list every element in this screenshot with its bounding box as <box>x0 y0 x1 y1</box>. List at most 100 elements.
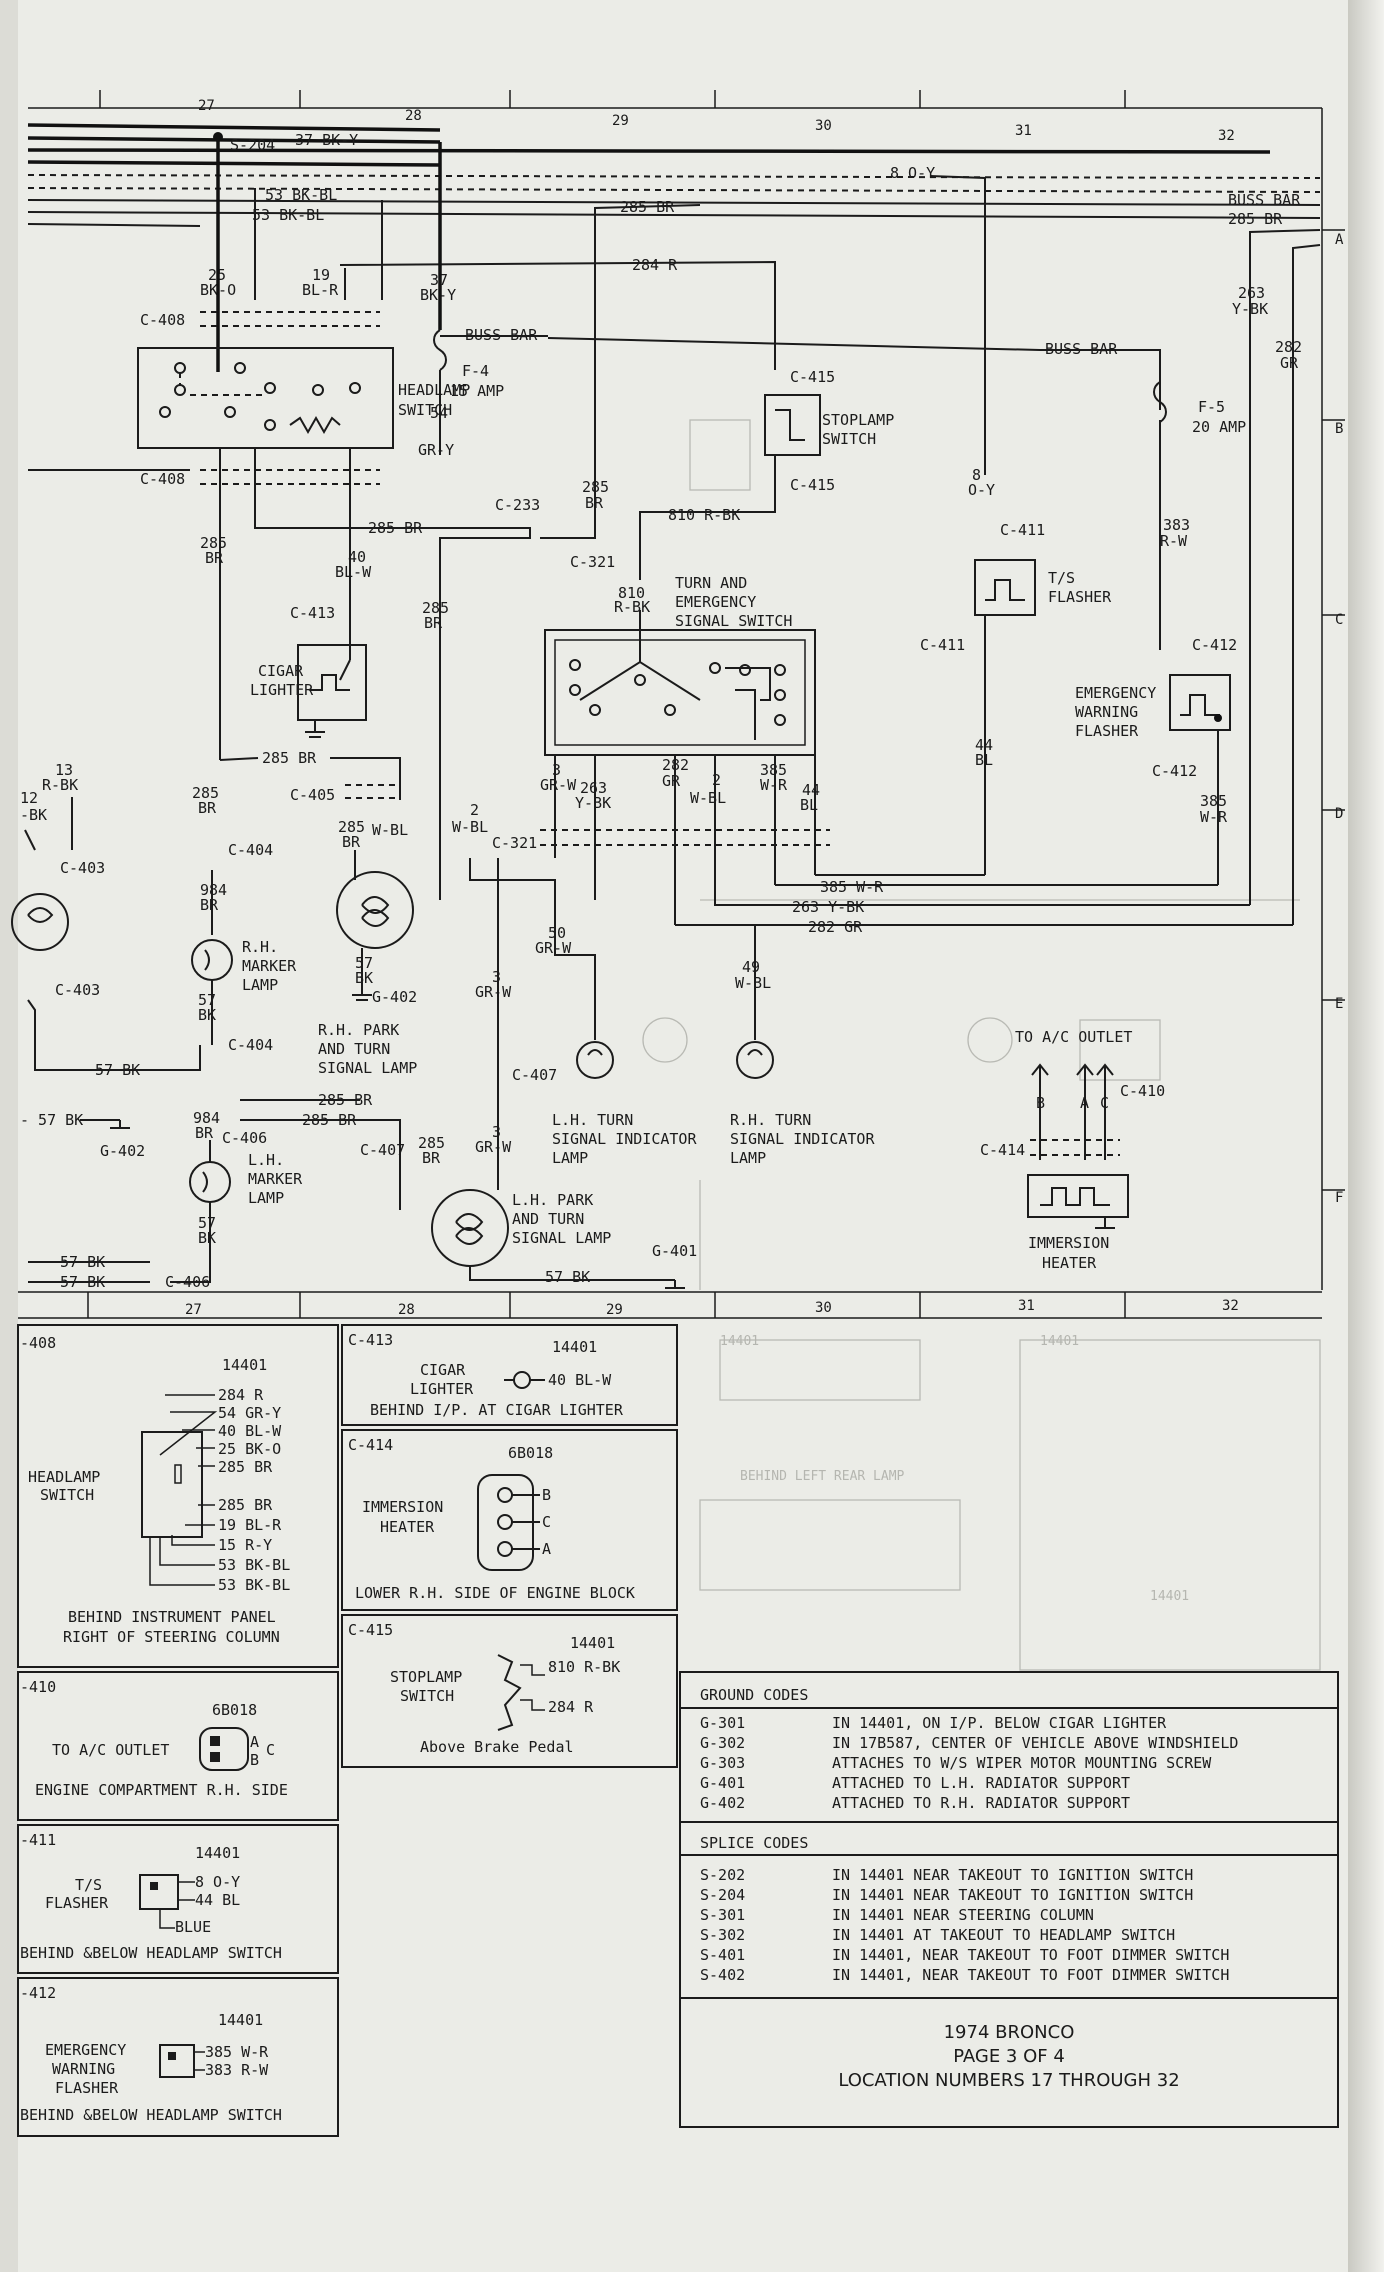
label-ac-c: C <box>1100 1094 1109 1112</box>
label-282-gr: GR <box>662 772 681 790</box>
label-13-rbk: R-BK <box>42 776 78 794</box>
title-model: 1974 BRONCO <box>944 2022 1075 2043</box>
label-285-br-h: 285 BR <box>368 519 423 537</box>
label-2b: 2 <box>470 801 479 819</box>
p410-loc: ENGINE COMPARTMENT R.H. SIDE <box>35 1781 288 1799</box>
label-lhm-2: MARKER <box>248 1170 303 1188</box>
p414-loc: LOWER R.H. SIDE OF ENGINE BLOCK <box>355 1584 635 1602</box>
p408-name-1: HEADLAMP <box>28 1468 100 1486</box>
label-284-r: 284 R <box>632 256 678 274</box>
label-44b-bl: BL <box>800 796 818 814</box>
label-stoplamp-2: SWITCH <box>822 430 876 448</box>
conn-c412-top: C-412 <box>1192 636 1237 654</box>
label-57-bk-1: 57 BK <box>545 1268 590 1286</box>
conn-c408-bottom: C-408 <box>140 470 185 488</box>
immersion-heater-area: TO A/C OUTLET B A C C-410 C-414 IMMERSIO… <box>980 1028 1165 1272</box>
label-bk-y: BK-Y <box>420 286 456 304</box>
p410-pin-1: A <box>250 1733 259 1751</box>
sc-desc-2: IN 14401 NEAR TAKEOUT TO IGNITION SWITCH <box>832 1886 1193 1904</box>
conn-c404-top: C-404 <box>228 841 273 859</box>
label-285-k-br: BR <box>422 1149 441 1167</box>
p410-part: 6B018 <box>212 1701 257 1719</box>
sc-desc-4: IN 14401 AT TAKEOUT TO HEADLAMP SWITCH <box>832 1926 1175 1944</box>
label-2-wbl: W-BL <box>690 789 726 807</box>
headlamp-switch-box <box>137 347 394 449</box>
p414-pin-2: C <box>542 1513 551 1531</box>
sc-code-1: S-202 <box>700 1866 745 1884</box>
label-57c: 57 <box>198 1214 216 1232</box>
label-turn-1: TURN AND <box>675 574 747 592</box>
svg-text:14401: 14401 <box>1150 1589 1189 1604</box>
label-ef-3: FLASHER <box>1075 722 1139 740</box>
conn-c406-bottom: C-406 <box>165 1273 210 1291</box>
label-984-br: BR <box>200 896 219 914</box>
p408-pin-8: 15 R-Y <box>218 1536 272 1554</box>
p415-id: C-415 <box>348 1621 393 1639</box>
p415-name-1: STOPLAMP <box>390 1668 462 1686</box>
p414-pin-1: B <box>542 1486 551 1504</box>
p415-name-2: SWITCH <box>400 1687 454 1705</box>
gc-code-3: G-303 <box>700 1754 745 1772</box>
lh-turn-indicator <box>576 1041 614 1079</box>
p408-connector <box>141 1431 203 1538</box>
p411-connector <box>139 1874 179 1910</box>
p415-loc: Above Brake Pedal <box>420 1738 574 1756</box>
panel-c411: -411 14401 T/S FLASHER 8 O-Y 44 BL BLUE … <box>17 1824 339 1974</box>
ground-g401: G-401 <box>652 1242 697 1260</box>
label-lhm-3: LAMP <box>248 1189 284 1207</box>
label-rhm-2: MARKER <box>242 957 297 975</box>
label-stoplamp-1: STOPLAMP <box>822 411 894 429</box>
top-num-31: 31 <box>1015 123 1032 139</box>
label-40: 40 <box>348 548 366 566</box>
p412-name-2: WARNING <box>52 2060 115 2078</box>
conn-c411-top: C-411 <box>1000 521 1045 539</box>
conn-c412-bottom: C-412 <box>1152 762 1197 780</box>
label-385: 385 <box>760 761 787 779</box>
p413-connector <box>513 1371 531 1389</box>
label-f4-amp: 15 AMP <box>450 382 504 400</box>
svg-text:14401: 14401 <box>720 1334 759 1349</box>
label-headlamp-switch-1: HEADLAMP <box>398 381 470 399</box>
label-263: 263 <box>580 779 607 797</box>
top-num-28: 28 <box>405 108 422 124</box>
label-57-bk-3: 57 BK <box>60 1273 105 1291</box>
emergency-flasher-box <box>1169 674 1231 731</box>
svg-text:14401: 14401 <box>1040 1334 1079 1349</box>
sc-code-4: S-302 <box>700 1926 745 1944</box>
label-lhti-1: L.H. TURN <box>552 1111 633 1129</box>
label-263-ybk: Y-BK <box>575 794 611 812</box>
ground-g402-top: G-402 <box>372 988 417 1006</box>
label-buss-bar-2: BUSS BAR <box>1045 340 1118 358</box>
conn-c403-top: C-403 <box>60 859 105 877</box>
label-44: 44 <box>975 736 993 754</box>
label-8-v-oy: O-Y <box>968 481 995 499</box>
label-ih-1: IMMERSION <box>1028 1234 1109 1252</box>
p413-id: C-413 <box>348 1331 393 1349</box>
label-ih-2: HEATER <box>1042 1254 1097 1272</box>
label-bl-r: BL-R <box>302 281 339 299</box>
title-location: LOCATION NUMBERS 17 THROUGH 32 <box>838 2070 1179 2091</box>
label-s204: S-204 <box>230 136 275 154</box>
label-f5: F-5 <box>1198 398 1225 416</box>
row-F: F <box>1335 1190 1343 1206</box>
label-810-v: 810 <box>618 584 645 602</box>
p411-part: 14401 <box>195 1844 240 1862</box>
p412-name-1: EMERGENCY <box>45 2041 126 2059</box>
top-wire-labels: S-204 37 BK-Y 8 O-Y BUSS BAR 285 BR 53 B… <box>213 131 1321 925</box>
label-50: 50 <box>548 924 566 942</box>
conn-c233: C-233 <box>495 496 540 514</box>
label-57a-bk: BK <box>198 1006 216 1024</box>
label-282: 282 <box>1275 338 1302 356</box>
panel-c410: -410 6B018 TO A/C OUTLET A B C ENGINE CO… <box>17 1671 339 1821</box>
label-984: 984 <box>200 881 227 899</box>
p411-name-2: FLASHER <box>45 1894 109 1912</box>
ts-flasher-box <box>974 559 1036 616</box>
conn-c415-top: C-415 <box>790 368 835 386</box>
gc-code-5: G-402 <box>700 1794 745 1812</box>
top-num-29: 29 <box>612 113 629 129</box>
conn-c408-top: C-408 <box>140 311 185 329</box>
p411-pin-1: 8 O-Y <box>195 1873 240 1891</box>
label-f4: F-4 <box>462 362 489 380</box>
label-12: 12 <box>20 789 38 807</box>
sc-code-5: S-401 <box>700 1946 745 1964</box>
